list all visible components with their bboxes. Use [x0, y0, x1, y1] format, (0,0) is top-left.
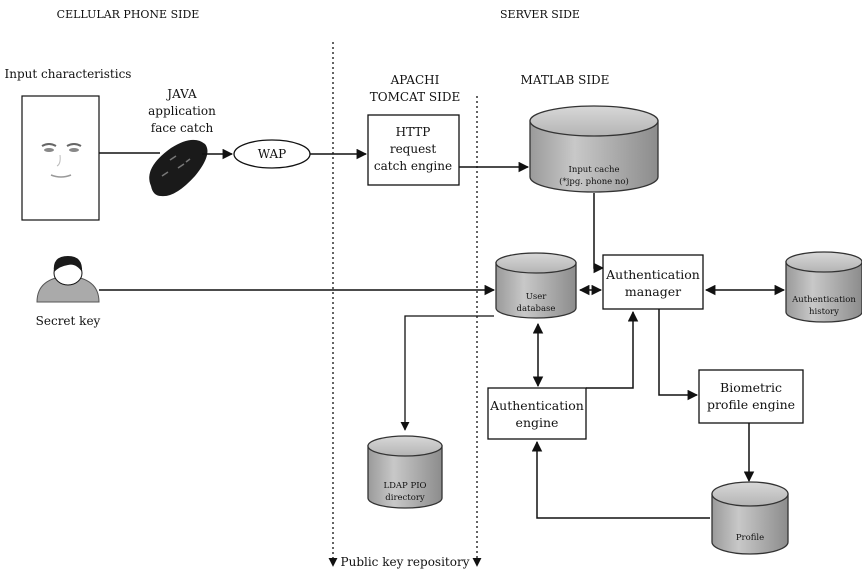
header-cellular-phone-side: CELLULAR PHONE SIDE	[57, 8, 200, 21]
arrow-auth-manager-to-biometric	[658, 309, 699, 401]
input-cache-label-line1: Input cache	[569, 165, 620, 175]
http-label-line1: HTTP	[396, 125, 431, 139]
profile-cylinder	[711, 481, 789, 555]
ldap-directory-cylinder	[367, 435, 443, 509]
arrow-input-cache-to-auth-manager	[593, 193, 605, 274]
ldap-label-line2: directory	[385, 493, 425, 503]
user-database-label-line2: database	[517, 304, 556, 314]
java-label-line2: application	[148, 104, 216, 118]
public-key-repository-label: Public key repository	[341, 555, 470, 569]
profile-label: Profile	[736, 533, 764, 543]
arrow-user-db-to-ldap	[400, 315, 494, 431]
user-database-label-line1: User	[526, 292, 548, 302]
authentication-manager-box	[602, 254, 704, 310]
input-cache-cylinder	[529, 105, 659, 193]
biometric-profile-engine-box	[698, 369, 804, 424]
header-server-side: SERVER SIDE	[500, 8, 580, 21]
header-apachi: APACHI	[390, 73, 440, 87]
auth-history-label-line2: history	[809, 307, 839, 317]
authentication-engine-box	[487, 387, 587, 440]
wap-label: WAP	[258, 147, 286, 161]
header-tomcat-side: TOMCAT SIDE	[370, 90, 460, 104]
biometric-label-line1: Biometric	[720, 380, 782, 395]
auth-engine-label-line1: Authentication	[489, 398, 584, 413]
auth-history-label-line1: Authentication	[791, 295, 856, 305]
input-characteristics-label: Input characteristics	[5, 67, 132, 81]
arrow-auth-engine-to-manager	[586, 310, 639, 389]
face-image-icon	[41, 143, 82, 178]
secret-key-label: Secret key	[36, 314, 101, 328]
user-person-icon	[36, 256, 100, 303]
biometric-label-line2: profile engine	[707, 397, 795, 412]
auth-manager-label-line1: Authentication	[605, 267, 700, 282]
http-label-line3: catch engine	[374, 159, 452, 173]
java-label-line1: JAVA	[165, 87, 197, 101]
http-label-line2: request	[390, 142, 437, 156]
ldap-label-line1: LDAP PIO	[383, 481, 426, 491]
user-database-cylinder	[495, 252, 577, 319]
input-cache-label-line2: (*jpg. phone no)	[559, 176, 629, 187]
authentication-history-cylinder	[785, 251, 862, 323]
auth-engine-label-line2: engine	[516, 415, 559, 430]
http-request-catch-engine-box	[367, 114, 460, 186]
auth-manager-label-line2: manager	[625, 284, 681, 299]
mobile-phone-icon	[149, 139, 208, 197]
java-label-line3: face catch	[151, 121, 214, 135]
arrow-profile-to-auth-engine	[531, 440, 710, 519]
face-image-frame	[21, 95, 100, 221]
header-matlab-side: MATLAB SIDE	[521, 73, 610, 87]
